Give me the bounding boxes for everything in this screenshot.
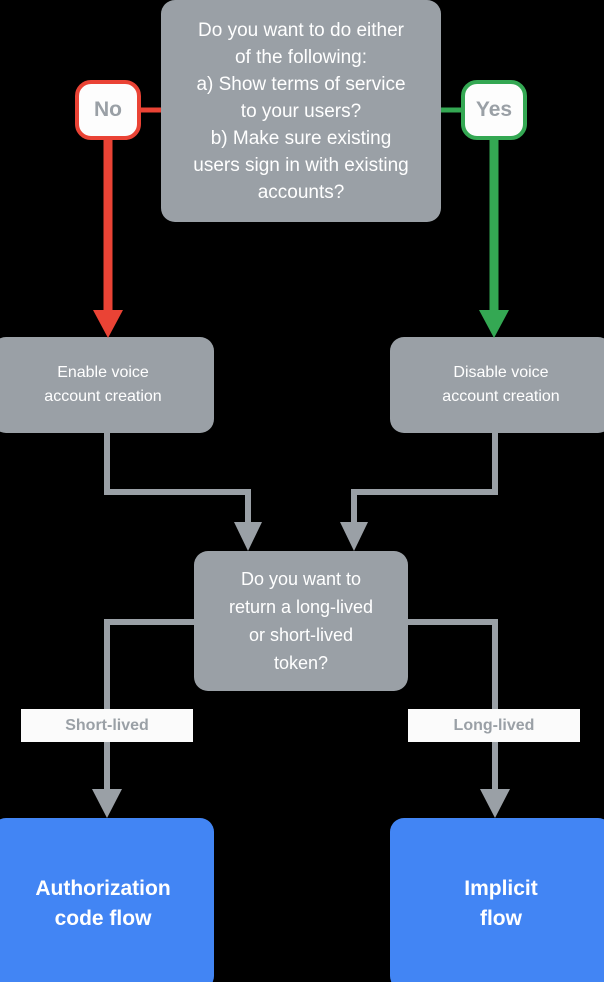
- process-node-enable-voice-account-creation[interactable]: Enable voice account creation: [0, 337, 214, 433]
- decision-node-token-lifetime[interactable]: Do you want to return a long-lived or sh…: [194, 551, 408, 691]
- edge-badge-yes-label: Yes: [475, 98, 513, 121]
- process-node-disable-voice-account-creation[interactable]: Disable voice account creation: [390, 337, 604, 433]
- decision-node-terms-and-existing-users-label: Do you want to do either of the followin…: [193, 19, 409, 203]
- process-node-disable-voice-account-creation-label: Disable voice account creation: [442, 364, 560, 405]
- arrowhead-decision2-to-authorization: [92, 789, 122, 818]
- outcome-node-authorization-code-flow[interactable]: Authorization code flow: [0, 818, 214, 982]
- decision-node-terms-and-existing-users[interactable]: Do you want to do either of the followin…: [161, 0, 441, 222]
- arrowhead-decision2-to-implicit: [480, 789, 510, 818]
- edge-badge-yes[interactable]: Yes: [461, 80, 527, 140]
- process-node-enable-voice-account-creation-label: Enable voice account creation: [44, 364, 162, 405]
- edge-label-long-lived-text: Long-lived: [453, 716, 535, 734]
- edge-label-long-lived: Long-lived: [408, 709, 580, 742]
- decision-node-token-lifetime-label: Do you want to return a long-lived or sh…: [228, 569, 374, 673]
- edge-badge-no[interactable]: No: [75, 80, 141, 140]
- edge-label-short-lived-text: Short-lived: [65, 716, 149, 734]
- edge-decision2-to-implicit: [408, 619, 498, 792]
- outcome-node-implicit-flow-label: Implicit flow: [464, 877, 538, 930]
- edge-label-short-lived: Short-lived: [21, 709, 193, 742]
- edge-disable-to-decision2: [351, 433, 498, 525]
- edge-decision2-to-authorization: [104, 619, 194, 792]
- outcome-node-implicit-flow[interactable]: Implicit flow: [390, 818, 604, 982]
- arrowhead-disable-to-decision2: [340, 522, 368, 551]
- edge-enable-to-decision2: [104, 433, 251, 525]
- outcome-node-authorization-code-flow-label: Authorization code flow: [35, 877, 171, 930]
- arrowhead-no-to-enable: [93, 310, 123, 338]
- edge-badge-no-label: No: [94, 98, 122, 121]
- arrowhead-enable-to-decision2: [234, 522, 262, 551]
- arrowhead-yes-to-disable: [479, 310, 509, 338]
